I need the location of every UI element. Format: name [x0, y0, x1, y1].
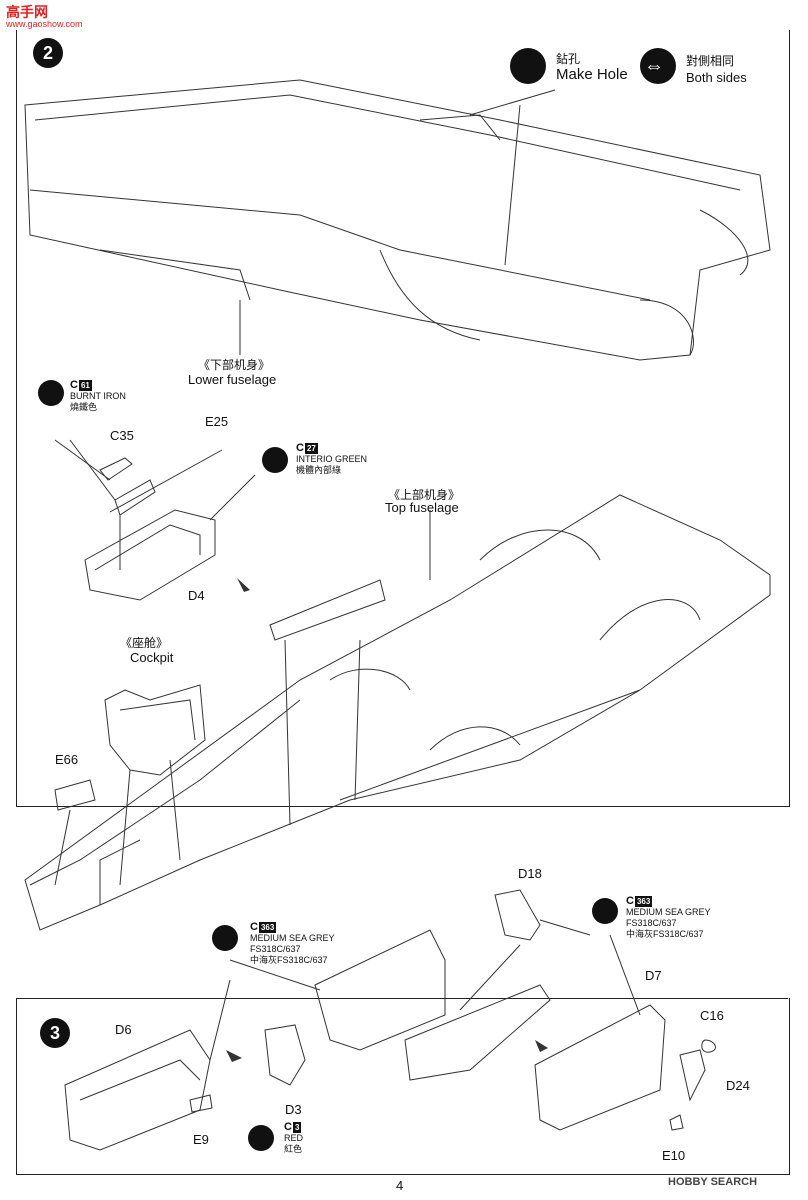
- both-sides-label-cn: 對側相同: [686, 54, 735, 68]
- lower-fuselage-outline: [24, 79, 771, 361]
- part-label-d18: D18: [518, 866, 542, 881]
- part-label-e10: E10: [662, 1148, 686, 1163]
- part-d7: [534, 1004, 666, 1131]
- brand-mark: HOBBY SEARCH: [668, 1176, 758, 1188]
- part-d24: [679, 1049, 706, 1102]
- step2-badge: 2: [33, 38, 63, 68]
- cockpit-tub: [104, 684, 206, 776]
- part-label-d6: D6: [115, 1022, 132, 1037]
- part-d3: [264, 1024, 306, 1086]
- cockpit-label-cn: 《座舱》: [120, 636, 169, 650]
- paint-brush-icon-c363b: [592, 898, 618, 924]
- paint-brush-icon-c61: [38, 380, 64, 406]
- lower-fuselage-label-cn: 《下部机身》: [198, 358, 271, 372]
- part-label-c16: C16: [700, 1008, 724, 1023]
- watermark-url: www.gaoshow.com: [6, 19, 83, 29]
- top-fuselage-outline: [24, 494, 771, 931]
- paint-brush-icon-c363a: [212, 925, 238, 951]
- cockpit-label-en: Cockpit: [130, 650, 174, 665]
- part-e10: [669, 1114, 684, 1131]
- part-d18: [494, 889, 541, 941]
- step3-top-border: [16, 998, 788, 999]
- part-upper-assembly: [314, 929, 446, 1051]
- both-sides-label-en: Both sides: [686, 70, 747, 85]
- part-label-d24: D24: [726, 1078, 750, 1093]
- part-d4: [84, 509, 216, 601]
- top-fuselage-label-cn: 《上部机身》: [388, 488, 461, 502]
- part-c16: [701, 1039, 716, 1053]
- step3-badge: 3: [40, 1018, 70, 1048]
- page-number: 4: [396, 1178, 404, 1193]
- both-sides-icon: [640, 48, 676, 84]
- paint-brush-icon-c3: [248, 1125, 274, 1151]
- drill-label-cn: 鉆孔: [556, 52, 581, 66]
- top-fuselage-label-en: Top fuselage: [385, 500, 459, 515]
- part-e9: [189, 1094, 213, 1113]
- both-sides-arrow: ⇔: [644, 55, 664, 77]
- part-label-d4: D4: [188, 588, 205, 603]
- drill-icon: [510, 48, 546, 84]
- part-e66: [54, 779, 96, 811]
- part-label-e25: E25: [205, 414, 229, 429]
- step3-panel: [16, 998, 790, 1175]
- part-label-e66: E66: [55, 752, 79, 767]
- part-label-d3: D3: [285, 1102, 302, 1117]
- assembly-arrow-2: [226, 1050, 242, 1062]
- assembly-arrow-3: [535, 1040, 548, 1052]
- step2-panel: [16, 30, 790, 807]
- lower-fuselage-label-en: Lower fuselage: [188, 372, 277, 387]
- watermark-logo: 高手网: [6, 4, 48, 20]
- small-panel: [269, 579, 386, 641]
- part-label-d7: D7: [645, 968, 662, 983]
- part-label-e9: E9: [193, 1132, 209, 1147]
- part-d6: [64, 1029, 211, 1151]
- drill-label-en: Make Hole: [556, 66, 628, 83]
- paint-brush-icon-c27: [262, 447, 288, 473]
- part-label-c35: C35: [110, 428, 134, 443]
- assembly-arrow-1: [237, 578, 250, 592]
